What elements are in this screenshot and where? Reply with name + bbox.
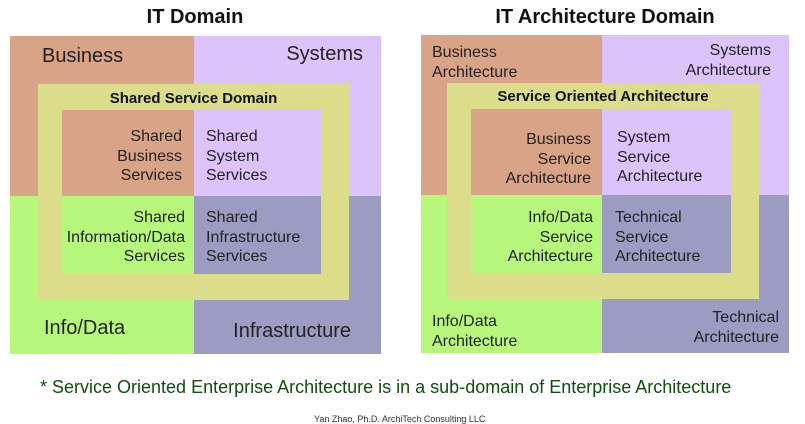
left-shared-service-ring (38, 84, 349, 300)
right-inner-infrastructure (602, 195, 731, 273)
left-diagram: Shared Service Domain Business Systems I… (10, 36, 381, 354)
left-diagram-title: IT Domain (146, 6, 244, 28)
footnote: * Service Oriented Enterprise Architectu… (40, 377, 732, 397)
right-ring-label: Service Oriented Architecture (497, 88, 709, 105)
left-inner-label-business: Shared Business Services (117, 128, 182, 185)
credit-line: Yan Zhao, Ph.D. ArchiTech Consulting LLC (314, 414, 486, 424)
right-inner-systems (602, 113, 731, 195)
right-inner-business (471, 113, 602, 195)
left-inner-business (62, 114, 194, 196)
right-label-infrastructure: Technical Architecture (693, 309, 779, 346)
right-inner-label-business: Business Service Architecture (505, 131, 591, 188)
left-label-info: Info/Data (44, 317, 126, 339)
left-inner-label-systems: Shared System Services (206, 128, 268, 185)
left-ring-label: Shared Service Domain (109, 90, 278, 107)
right-diagram: Service Oriented Architecture Business A… (421, 35, 789, 353)
right-inner-info (471, 195, 602, 273)
right-label-business: Business Architecture (432, 44, 518, 81)
right-inner-label-infrastructure: Technical Service Architecture (615, 209, 701, 266)
left-label-infrastructure: Infrastructure (233, 320, 351, 342)
left-inner-label-infrastructure: Shared Infrastructure Services (206, 209, 301, 266)
right-soa-ring (447, 83, 759, 299)
right-inner-label-systems: System Service Architecture (617, 129, 703, 186)
right-diagram-title: IT Architecture Domain (495, 6, 715, 28)
left-inner-systems (194, 114, 322, 196)
left-inner-label-info: Shared Information/Data Services (66, 209, 185, 266)
left-label-systems: Systems (286, 43, 363, 65)
right-label-info: Info/Data Architecture (432, 313, 518, 350)
right-inner-label-info: Info/Data Service Architecture (507, 209, 593, 266)
left-inner-infrastructure (194, 196, 322, 274)
left-inner-info (62, 196, 194, 274)
left-label-business: Business (42, 45, 124, 67)
right-label-systems: Systems Architecture (685, 42, 771, 79)
